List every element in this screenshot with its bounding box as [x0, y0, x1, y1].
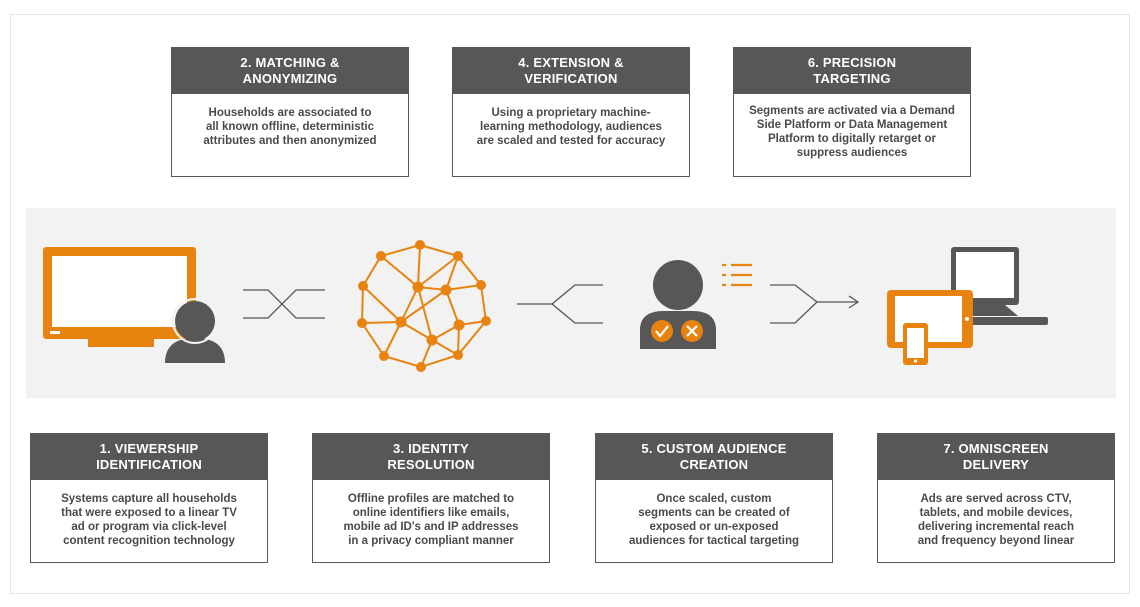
step-5-description: Once scaled, custom segments can be crea…	[596, 480, 832, 564]
body-line: tablets, and mobile devices,	[919, 507, 1073, 519]
body-line: Once scaled, custom	[656, 493, 772, 505]
network-nodes	[357, 240, 491, 372]
body-line: Households are associated to	[208, 107, 372, 119]
step-3-title: 3. IDENTITY RESOLUTION	[313, 434, 549, 480]
title-line: IDENTIFICATION	[96, 457, 202, 472]
step-5-title: 5. CUSTOM AUDIENCE CREATION	[596, 434, 832, 480]
step-2-description: Households are associated to all known o…	[172, 94, 408, 178]
title-line: ANONYMIZING	[242, 71, 338, 86]
body-line: online identifiers like emails,	[352, 507, 510, 519]
body-line: Offline profiles are matched to	[347, 493, 515, 505]
body-line: audiences for tactical targeting	[629, 535, 799, 547]
step-3-card: 3. IDENTITY RESOLUTION Offline profiles …	[312, 433, 550, 563]
title-line: 5. CUSTOM AUDIENCE	[641, 441, 787, 456]
step-7-description: Ads are served across CTV, tablets, and …	[878, 480, 1114, 564]
body-line: learning methodology, audiences	[480, 121, 662, 133]
step-7-card: 7. OMNISCREEN DELIVERY Ads are served ac…	[877, 433, 1115, 563]
body-line: Ads are served across CTV,	[920, 493, 1072, 505]
title-line: RESOLUTION	[387, 457, 475, 472]
body-line: mobile ad ID's and IP addresses	[343, 521, 519, 533]
split-connector	[517, 284, 603, 324]
body-line: Segments are activated via a Demand	[749, 105, 955, 117]
body-line: Using a proprietary machine-	[491, 107, 651, 119]
merge-arrow-connector	[770, 284, 860, 324]
title-line: TARGETING	[813, 71, 891, 86]
step-3-description: Offline profiles are matched to online i…	[313, 480, 549, 564]
body-line: Systems capture all households	[61, 493, 237, 505]
step-7-title: 7. OMNISCREEN DELIVERY	[878, 434, 1114, 480]
body-line: Side Platform or Data Management	[756, 119, 948, 131]
step-2-title: 2. MATCHING & ANONYMIZING	[172, 48, 408, 94]
body-line: segments can be created of	[638, 507, 790, 519]
title-line: 1. VIEWERSHIP	[99, 441, 199, 456]
title-line: DELIVERY	[962, 457, 1030, 472]
network-icon	[360, 243, 488, 369]
body-line: attributes and then anonymized	[203, 135, 377, 147]
body-line: are scaled and tested for accuracy	[476, 135, 666, 147]
title-line: CREATION	[679, 457, 749, 472]
merge-connector-1	[243, 289, 325, 319]
body-line: in a privacy compliant manner	[348, 535, 514, 547]
title-line: 2. MATCHING &	[240, 55, 340, 70]
body-line: and frequency beyond linear	[917, 535, 1075, 547]
step-5-card: 5. CUSTOM AUDIENCE CREATION Once scaled,…	[595, 433, 833, 563]
audience-segment-icon	[640, 260, 716, 349]
step-6-description: Segments are activated via a Demand Side…	[734, 94, 970, 178]
body-line: delivering incremental reach	[918, 521, 1074, 533]
body-line: suppress audiences	[796, 147, 908, 159]
body-line: content recognition technology	[63, 535, 235, 547]
list-lines-icon	[722, 263, 752, 287]
title-line: 3. IDENTITY	[393, 441, 469, 456]
title-line: 4. EXTENSION &	[518, 55, 624, 70]
step-6-title: 6. PRECISION TARGETING	[734, 48, 970, 94]
body-line: all known offline, deterministic	[205, 121, 375, 133]
step-6-card: 6. PRECISION TARGETING Segments are acti…	[733, 47, 971, 177]
step-1-title: 1. VIEWERSHIP IDENTIFICATION	[31, 434, 267, 480]
step-1-description: Systems capture all households that were…	[31, 480, 267, 564]
tv-viewer-icon	[43, 247, 225, 363]
title-line: VERIFICATION	[524, 71, 618, 86]
title-line: 6. PRECISION	[807, 55, 897, 70]
step-2-card: 2. MATCHING & ANONYMIZING Households are…	[171, 47, 409, 177]
step-4-description: Using a proprietary machine- learning me…	[453, 94, 689, 178]
body-line: exposed or un-exposed	[649, 521, 779, 533]
multi-device-icon	[887, 247, 1048, 365]
step-4-card: 4. EXTENSION & VERIFICATION Using a prop…	[452, 47, 690, 177]
step-4-title: 4. EXTENSION & VERIFICATION	[453, 48, 689, 94]
body-line: that were exposed to a linear TV	[61, 507, 237, 519]
body-line: ad or program via click-level	[71, 521, 227, 533]
step-1-card: 1. VIEWERSHIP IDENTIFICATION Systems cap…	[30, 433, 268, 563]
title-line: 7. OMNISCREEN	[943, 441, 1049, 456]
body-line: Platform to digitally retarget or	[767, 133, 937, 145]
